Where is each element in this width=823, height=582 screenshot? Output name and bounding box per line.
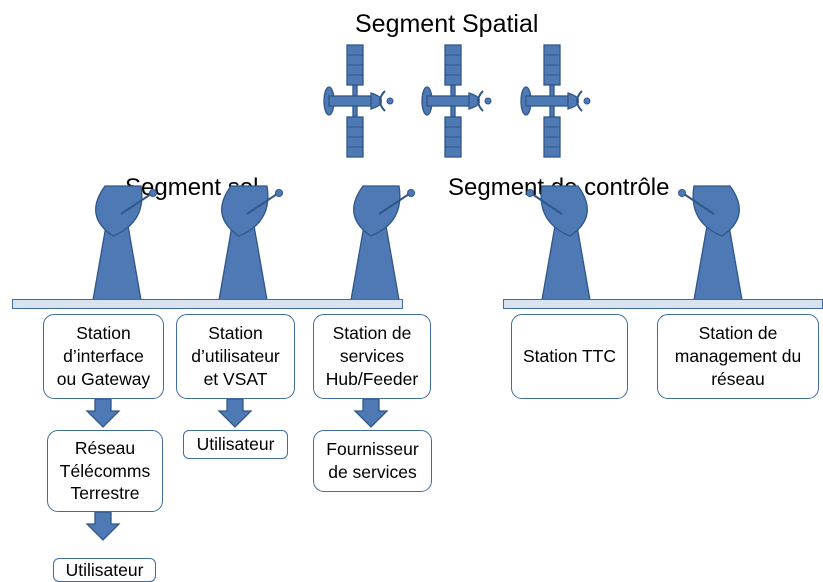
dish-antenna-icon (218, 185, 284, 301)
dish-antenna-icon (677, 185, 743, 301)
control-platform (503, 299, 823, 309)
ground-platform (12, 299, 403, 309)
dish-antenna-icon (350, 185, 416, 301)
user-vsat-station-box: Station d’utilisateur et VSAT (176, 314, 295, 399)
satellite-icon (323, 44, 394, 158)
arrow-down-icon (354, 398, 388, 428)
space-segment-title: Segment Spatial (355, 10, 539, 38)
terrestrial-network-box: Réseau Télécomms Terrestre (47, 430, 163, 512)
satellite-icon (421, 44, 492, 158)
arrow-down-icon (86, 511, 120, 541)
user-box: Utilisateur (183, 430, 288, 459)
dish-antenna-icon (525, 185, 591, 301)
arrow-down-icon (86, 398, 120, 428)
dish-antenna-icon (92, 185, 158, 301)
arrow-down-icon (218, 398, 252, 428)
user-box: Utilisateur (53, 558, 156, 582)
network-management-station-box: Station de management du réseau (657, 314, 819, 399)
hub-feeder-station-box: Station de services Hub/Feeder (313, 314, 431, 399)
ttc-station-box: Station TTC (511, 314, 628, 399)
gateway-station-box: Station d’interface ou Gateway (43, 314, 164, 399)
satellite-icon (520, 44, 591, 158)
service-provider-box: Fournisseur de services (313, 430, 432, 492)
